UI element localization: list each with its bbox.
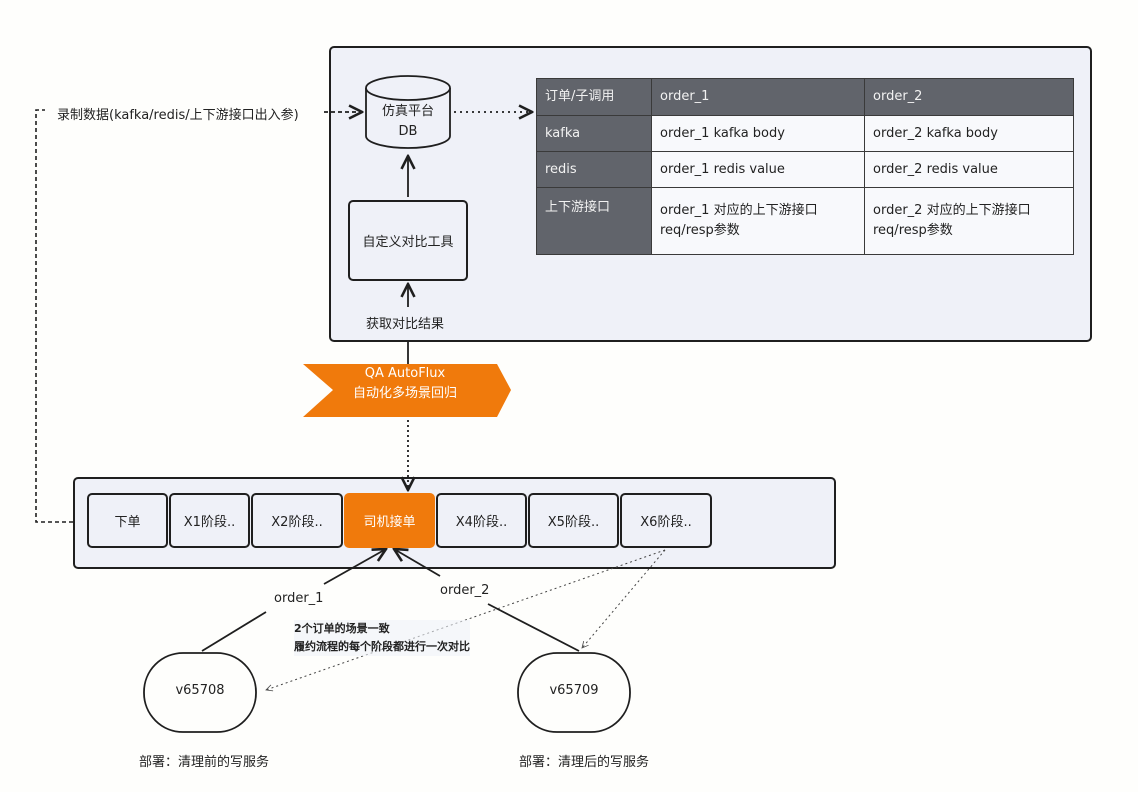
compare-note-line2: 履约流程的每个阶段都进行一次对比 bbox=[294, 640, 470, 653]
record-loop-line bbox=[35, 109, 73, 523]
stage-order-placed[interactable]: 下单 bbox=[87, 493, 168, 548]
table-row: kafka order_1 kafka body order_2 kafka b… bbox=[536, 115, 1074, 152]
order1-upper-arrow bbox=[323, 549, 386, 585]
service-name-v65708: v65708 bbox=[175, 683, 225, 698]
order2-label: order_2 bbox=[440, 583, 490, 598]
table-row-name: 上下游接口 bbox=[536, 187, 652, 255]
table-header-cell: order_1 bbox=[651, 78, 865, 116]
table-row: redis order_1 redis value order_2 redis … bbox=[536, 151, 1074, 188]
compare-dotted-arrow-right bbox=[582, 549, 666, 648]
record-data-label: 录制数据(kafka/redis/上下游接口出入参) bbox=[57, 108, 299, 123]
table-cell: order_2 kafka body bbox=[864, 115, 1074, 152]
autoflux-chevron-shape bbox=[303, 364, 511, 417]
deploy-label-before: 部署：清理前的写服务 bbox=[139, 755, 270, 770]
service-oval-v65708 bbox=[143, 652, 257, 733]
stage-x6[interactable]: X6阶段.. bbox=[620, 493, 712, 548]
deploy-label-after: 部署：清理后的写服务 bbox=[519, 755, 650, 770]
table-row-name: redis bbox=[536, 151, 652, 188]
order2-upper-arrow bbox=[394, 549, 441, 577]
table-cell: order_2 redis value bbox=[864, 151, 1074, 188]
order1-label: order_1 bbox=[274, 591, 324, 606]
table-header-cell: order_2 bbox=[864, 78, 1074, 116]
table-cell: order_2 对应的上下游接口req/resp参数 bbox=[864, 187, 1074, 255]
autoflux-label[interactable]: QA AutoFlux 自动化多场景回归 bbox=[300, 364, 510, 404]
order1-lower-line bbox=[201, 611, 267, 652]
stage-x2[interactable]: X2阶段.. bbox=[251, 493, 343, 548]
comparison-table: 订单/子调用 order_1 order_2 kafka order_1 kaf… bbox=[536, 78, 1074, 255]
stage-x1[interactable]: X1阶段.. bbox=[169, 493, 250, 548]
stage-x5[interactable]: X5阶段.. bbox=[528, 493, 619, 548]
db-cylinder-icon bbox=[365, 75, 451, 149]
table-row: 上下游接口 order_1 对应的上下游接口req/resp参数 order_2… bbox=[536, 187, 1074, 255]
stage-x4[interactable]: X4阶段.. bbox=[436, 493, 527, 548]
db-label: 仿真平台 DB bbox=[366, 102, 450, 142]
service-oval-v65709 bbox=[517, 652, 631, 733]
order2-lower-line bbox=[487, 603, 580, 652]
db-label-line1: 仿真平台 bbox=[381, 104, 434, 119]
service-name-v65709: v65709 bbox=[549, 683, 599, 698]
table-cell: order_1 redis value bbox=[651, 151, 865, 188]
autoflux-title: QA AutoFlux bbox=[364, 366, 446, 381]
table-row-name: kafka bbox=[536, 115, 652, 152]
table-cell: order_1 对应的上下游接口req/resp参数 bbox=[651, 187, 865, 255]
compare-note: 2个订单的场景一致 履约流程的每个阶段都进行一次对比 bbox=[294, 620, 470, 656]
table-cell: order_1 kafka body bbox=[651, 115, 865, 152]
table-header-cell: 订单/子调用 bbox=[536, 78, 652, 116]
compare-tool-box[interactable]: 自定义对比工具 bbox=[348, 200, 468, 281]
stage-driver-accept[interactable]: 司机接单 bbox=[344, 493, 435, 548]
autoflux-subtitle: 自动化多场景回归 bbox=[352, 386, 457, 401]
db-label-line2: DB bbox=[398, 124, 418, 139]
compare-note-line1: 2个订单的场景一致 bbox=[294, 622, 390, 635]
get-result-label: 获取对比结果 bbox=[366, 317, 445, 332]
table-header-row: 订单/子调用 order_1 order_2 bbox=[536, 78, 1074, 116]
